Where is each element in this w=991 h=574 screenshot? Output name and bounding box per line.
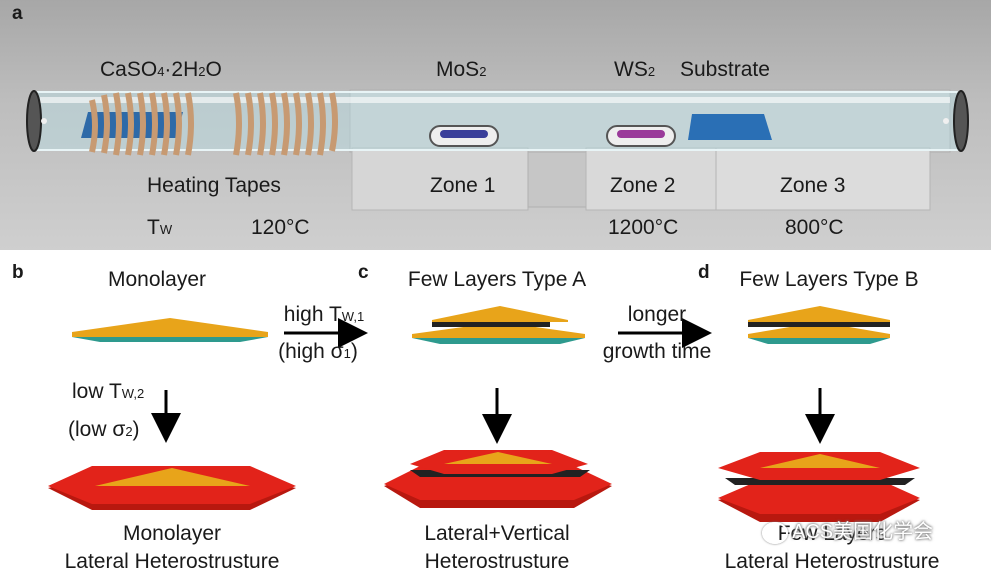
panel-c-caption-1: Lateral+Vertical <box>424 522 570 545</box>
zone2-label: Zone 2 <box>610 174 676 197</box>
ws2-label: WS2 <box>614 58 656 81</box>
furnace-block-zone1 <box>351 147 529 211</box>
panel-d-title: Few Layers Type B <box>739 268 919 291</box>
arrow-b-down-label-1: low TW,2 <box>72 380 145 403</box>
temp-zone2: 1200°C <box>608 216 679 239</box>
schematic-graphics <box>48 306 920 522</box>
furnace-panel: a CaSO4·2H2O MoS2 WS2 Substrate Heating … <box>0 0 991 250</box>
tube-end-left <box>26 90 42 152</box>
panel-letter-d: d <box>698 262 710 283</box>
panel-b-caption-2: Lateral Heterostrusture <box>64 550 280 573</box>
few-layers-type-a-flake <box>412 306 585 344</box>
zone3-label: Zone 3 <box>780 174 846 197</box>
precursor-label: CaSO4·2H2O <box>100 58 222 81</box>
panel-b-caption-1: Monolayer <box>122 522 222 545</box>
panel-b-title: Monolayer <box>107 268 207 291</box>
panel-d-caption-1: Few Layers <box>777 522 887 545</box>
arrow-b-down-label-2: (low σ2) <box>68 418 140 441</box>
furnace-block-zone3 <box>715 147 931 211</box>
panel-d-caption-2: Lateral Heterostrusture <box>724 550 940 573</box>
tube-end-right <box>953 90 969 152</box>
few-layers-type-b-flake <box>748 306 890 344</box>
zone1-label: Zone 1 <box>430 174 496 197</box>
wechat-icon <box>762 521 788 544</box>
arrow-bc-label-2: (high σ1) <box>278 340 358 363</box>
mos2-powder <box>440 130 488 138</box>
tw-label: TW <box>147 216 173 239</box>
tube-highlight <box>40 97 950 103</box>
substrate-plate <box>688 114 772 140</box>
monolayer-lateral-flake <box>48 466 296 510</box>
arrow-bc-label-1: high TW,1 <box>283 303 365 326</box>
panel-c-caption-2: Heterostrusture <box>424 550 570 573</box>
panel-letter-c: c <box>358 262 369 283</box>
watermark: ACS美国化学会 <box>762 515 933 544</box>
arrow-cd-label-1: longer <box>627 303 687 326</box>
furnace-illustration <box>26 89 969 211</box>
panel-letter-b: b <box>12 262 24 283</box>
temp-heating: 120°C <box>251 216 310 239</box>
mos2-label: MoS2 <box>436 58 487 81</box>
furnace-block-middle <box>527 151 587 208</box>
panel-c-title: Few Layers Type A <box>407 268 587 291</box>
ws2-powder <box>617 130 665 138</box>
few-layers-lateral-flake <box>718 452 920 522</box>
heating-tapes-label: Heating Tapes <box>147 174 281 197</box>
furnace-block-zone2 <box>585 147 717 211</box>
heating-tape-coils <box>89 92 338 156</box>
arrow-cd-label-2: growth time <box>602 340 712 363</box>
substrate-label: Substrate <box>680 58 770 81</box>
temp-zone3: 800°C <box>785 216 844 239</box>
monolayer-flake <box>72 318 268 342</box>
panel-letter-a: a <box>12 3 23 24</box>
lateral-vertical-flake <box>384 450 612 508</box>
